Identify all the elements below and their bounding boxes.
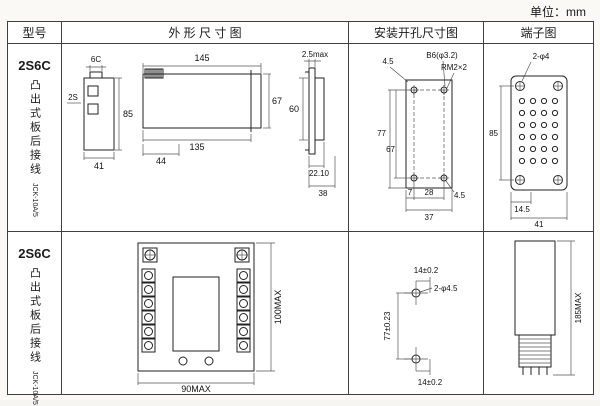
dim-100max: 100MAX — [273, 290, 283, 325]
terminal-drawing-cell: 185MAX — [483, 231, 594, 395]
dim-85: 85 — [489, 129, 498, 138]
table-row: 2S6C 凸出式板后接线 JCK-10A/5 — [7, 231, 594, 405]
dim-77-left: 77±0.23 — [383, 311, 392, 340]
dim-41: 41 — [93, 161, 103, 171]
dim-4-5-right: 4.5 — [454, 191, 466, 200]
install-drawing-cell: 14±0.2 2-φ4.5 77±0.23 14±0.2 — [348, 231, 484, 395]
dim-22-10: 22.10 — [308, 169, 329, 178]
terminal-drawing-row2: 185MAX — [514, 240, 583, 376]
header-row: 型号 外 形 尺 寸 图 安装开孔尺寸图 端子图 — [7, 21, 594, 44]
dim-67: 67 — [386, 145, 395, 154]
header-terminal: 端子图 — [483, 21, 594, 44]
hole-spec-label: B6(φ3.2) — [426, 51, 458, 60]
dim-85: 85 — [123, 109, 133, 119]
dim-41: 41 — [534, 220, 543, 229]
dim-14-top: 14±0.2 — [413, 266, 438, 275]
side-view-drawing: 6C 2S 85 41 — [66, 55, 133, 171]
profile-view-drawing: 2.5max 60 — [288, 50, 335, 198]
dim-4-5-top: 4.5 — [382, 57, 394, 66]
model-code: JCK-10A/5 — [31, 183, 38, 217]
terminal-diagram: 2-φ4 — [489, 52, 567, 229]
header-model: 型号 — [7, 21, 62, 44]
dim-60: 60 — [288, 104, 298, 114]
dim-2s: 2S — [68, 93, 78, 102]
dim-2-5max: 2.5max — [301, 50, 327, 59]
unit-label: 单位：mm — [530, 5, 586, 19]
dim-28: 28 — [424, 188, 433, 197]
rear-view-drawing: 100MAX 90MAX — [137, 242, 283, 394]
cutout-drawing: 4.5 B6(φ3.2) RM2×2 — [377, 51, 467, 222]
install-drawing-cell: 4.5 B6(φ3.2) RM2×2 — [348, 43, 484, 232]
dim-185max: 185MAX — [574, 292, 583, 323]
model-cell: 2S6C 凸出式板后接线 JCK-10A/5 — [7, 43, 62, 232]
model-type: 2S6C — [18, 246, 51, 261]
dim-37: 37 — [424, 213, 433, 222]
front-view-drawing: 145 67 — [142, 53, 282, 166]
outline-drawing-cell: 100MAX 90MAX — [61, 231, 349, 395]
dim-38: 38 — [318, 189, 327, 198]
dim-145: 145 — [194, 53, 209, 63]
header-outline: 外 形 尺 寸 图 — [61, 21, 349, 44]
dim-135: 135 — [189, 142, 204, 152]
terminal-drawing-row1: 2-φ4 — [489, 52, 567, 229]
model-description: 凸出式板后接线 — [28, 267, 41, 365]
dim-14-5: 14.5 — [514, 205, 530, 214]
outline-drawing-cell: 6C 2S 85 41 — [61, 43, 349, 232]
dim-14-bottom: 14±0.2 — [417, 378, 442, 387]
hole-spec-label: 2-φ4.5 — [434, 284, 458, 293]
model-description: 凸出式板后接线 — [28, 79, 41, 177]
dim-67: 67 — [272, 96, 282, 106]
model-code: JCK-10A/5 — [31, 371, 38, 405]
terminal-hole-spec: 2-φ4 — [532, 52, 549, 61]
outline-drawing-row2: 100MAX 90MAX — [137, 242, 283, 394]
install-drawing-row2: 14±0.2 2-φ4.5 77±0.23 14±0.2 — [383, 266, 458, 387]
thread-spec-label: RM2×2 — [440, 63, 467, 72]
dim-77: 77 — [377, 129, 386, 138]
table-row: 2S6C 凸出式板后接线 JCK-10A/5 6C 2S — [7, 43, 594, 232]
outline-drawing-row1: 6C 2S 85 41 — [66, 50, 335, 198]
dimension-table: 型号 外 形 尺 寸 图 安装开孔尺寸图 端子图 2S6C 凸出式板后接线 JC… — [7, 21, 594, 405]
model-type: 2S6C — [18, 58, 51, 73]
dim-90max: 90MAX — [181, 384, 211, 394]
model-cell: 2S6C 凸出式板后接线 JCK-10A/5 — [7, 231, 62, 405]
dim-7: 7 — [407, 188, 412, 197]
install-drawing-row1: 4.5 B6(φ3.2) RM2×2 — [377, 51, 467, 222]
dim-6c: 6C — [90, 55, 100, 64]
terminal-drawing-cell: 2-φ4 — [483, 43, 594, 232]
hole-pattern-drawing: 14±0.2 2-φ4.5 77±0.23 14±0.2 — [383, 266, 458, 387]
dim-44: 44 — [155, 156, 165, 166]
header-install: 安装开孔尺寸图 — [348, 21, 484, 44]
side-profile-drawing: 185MAX — [514, 240, 583, 376]
